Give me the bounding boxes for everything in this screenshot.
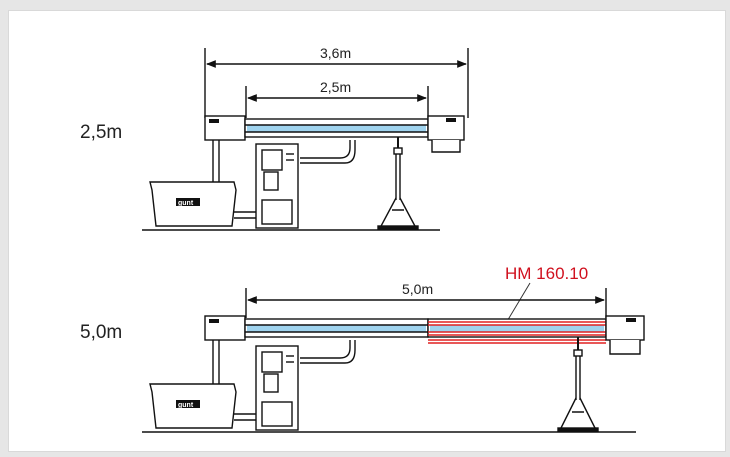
bottom-setup: 5,0m HM 160.10 5,0m: [80, 264, 645, 433]
top-tank-logo: gunt: [178, 200, 194, 207]
bottom-outlet-element: [605, 315, 645, 341]
bottom-channel-dimension-label: 5,0m: [402, 281, 433, 297]
bottom-tank-logo: gunt: [178, 402, 194, 409]
bottom-length-label: 5,0m: [80, 322, 122, 343]
top-length-label: 2,5m: [80, 122, 122, 143]
top-overall-dimension-label: 3,6m: [320, 45, 351, 61]
extension-label: HM 160.10: [505, 264, 588, 283]
top-channel-dimension-label: 2,5m: [320, 79, 351, 95]
top-setup: 2,5m 3,6m 2,5m: [80, 45, 469, 231]
figure-panel: [8, 10, 726, 452]
